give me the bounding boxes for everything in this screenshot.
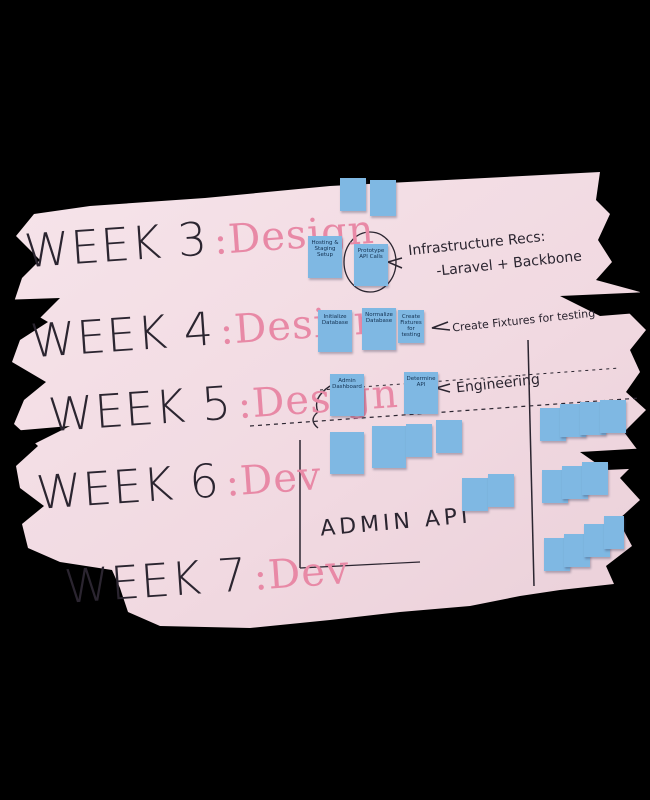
sticky-note-determine-api: Determine API [404,372,438,414]
sticky-note-create-fixtures: Create Fixtures for testing [398,310,424,343]
sticky-note-week6-2 [372,426,406,468]
sticky-note-initialize-db: Initialize Database [318,310,352,352]
sticky-note-week6-3 [406,424,432,457]
sticky-note-top-1 [340,178,366,211]
sticky-note-hosting: Hosting & Staging Setup [308,236,342,278]
sticky-note-week6-4 [436,420,462,453]
sticky-note-normalize-db: Normalize Database [362,308,396,350]
week-7-phase: :Dev [252,547,351,600]
week-6-phase: :Dev [224,453,323,506]
week-4-phase: :Design [218,296,382,354]
sticky-note-top-2 [370,180,396,216]
sticky-note-week6-1 [330,432,364,474]
sticky-note-prototype-api: Prototype API Calls [354,244,388,286]
week-3-phase: :Design [212,206,376,264]
sticky-note-admin-dashboard: Admin Dashboard [330,374,364,416]
sticky-note-week6-5 [462,478,488,511]
sticky-note-week6-6 [488,474,514,507]
sticky-note-right-11 [604,516,624,549]
sticky-note-right-4 [600,400,626,433]
week-5-phase: :Design [236,370,400,428]
sticky-note-right-7 [582,462,608,495]
